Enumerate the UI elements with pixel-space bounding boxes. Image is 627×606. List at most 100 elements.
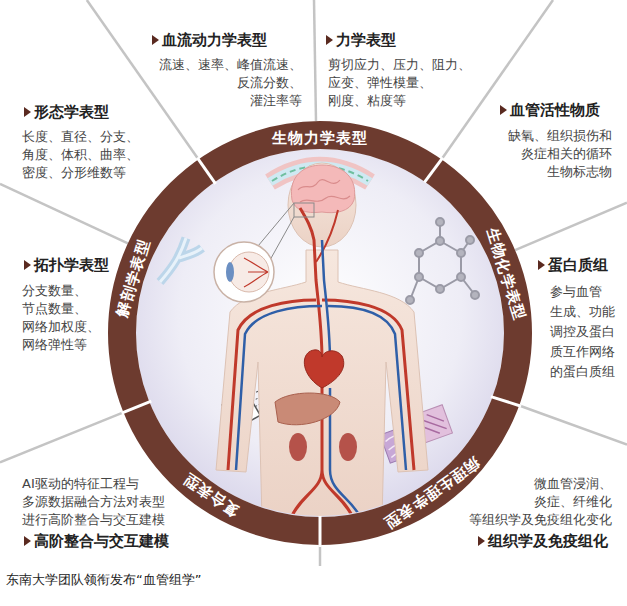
text-line: 形态学表型	[34, 103, 109, 121]
category-block: 血管活性物质缺氧、组织损伤和 炎症相关的循环 生物标志物	[506, 99, 614, 183]
eyeball	[229, 252, 269, 292]
category-block: 力学表型剪切应力、压力、阻力、 应变、弹性模量、 刚度、粘度等	[326, 29, 473, 112]
heading-markers	[24, 35, 545, 546]
vein	[328, 306, 406, 470]
text-line: 微血管浸润、	[469, 475, 612, 493]
category-heading: 血管活性物质	[510, 101, 600, 119]
heart	[304, 350, 343, 388]
category-description: 缺氧、组织损伤和 炎症相关的循环 生物标志物	[508, 127, 612, 181]
divider-line	[0, 412, 123, 462]
heading-marker	[326, 35, 333, 45]
category-description: 微血管浸润、 炎症、纤维化 等组织学及免疫组化变化	[469, 475, 612, 529]
text-line: AI驱动的特征工程与	[22, 475, 165, 493]
ring-separators	[122, 158, 521, 547]
vessel-branch-lumen	[160, 238, 202, 282]
head	[288, 163, 356, 247]
atom	[415, 273, 423, 281]
category-heading: 蛋白质组	[548, 256, 608, 274]
text-line: 蛋白质组	[548, 256, 608, 274]
category-heading: 形态学表型	[34, 103, 109, 121]
text-line: 流速、速率、峰值流速、	[159, 56, 302, 74]
iris	[226, 262, 234, 282]
branch-vessel-icon	[160, 238, 202, 282]
artery	[322, 300, 414, 470]
atom	[471, 291, 479, 299]
text-line: 剪切应力、压力、阻力、	[328, 56, 471, 74]
ring-separator	[491, 397, 521, 407]
brain	[291, 165, 354, 213]
ring-segment: 生物化学表型	[483, 226, 529, 323]
text-line: 多源数据融合方法对表型	[22, 493, 165, 511]
category-heading: 高阶整合与交互建模	[34, 532, 169, 550]
category-block: 蛋白质组参与血管 生成、功能 调控及蛋白 质互作网络 的蛋白质组	[546, 254, 617, 384]
vein	[236, 306, 322, 470]
text-line: 炎症相关的循环	[508, 145, 612, 163]
category-block: 组织学及免疫组化 微血管浸润、 炎症、纤维化 等组织学及免疫组化变化	[467, 473, 614, 552]
text-line: 病理生理学表型	[381, 453, 483, 532]
text-line: 炎症、纤维化	[469, 493, 612, 511]
heading-marker	[538, 260, 545, 270]
text-line: 生成、功能	[550, 302, 615, 322]
heading-marker	[24, 107, 31, 117]
text-line: 参与血管	[550, 282, 615, 302]
figure-caption: 东南大学团队领衔发布“血管组学”	[6, 571, 201, 589]
text-line: 高阶整合与交互建模	[34, 532, 169, 550]
atom	[466, 236, 474, 244]
ring-separator	[122, 401, 152, 413]
category-heading: 血流动力学表型	[162, 31, 267, 49]
text-line: 拓扑学表型	[34, 256, 109, 274]
molecule-ring	[419, 241, 461, 289]
eye-inset	[214, 203, 314, 302]
text-line: 组织学及免疫组化	[488, 532, 608, 550]
atom	[436, 218, 444, 226]
text-line: 生物化学表型	[483, 226, 529, 323]
text-line: 力学表型	[336, 31, 396, 49]
text-line: 调控及蛋白	[550, 322, 615, 342]
text-line: 进行高阶整合与交互建模	[22, 511, 165, 529]
molecule-icon	[406, 218, 479, 304]
text-line: 网络弹性等	[22, 336, 100, 354]
ring-label: 病理生理学表型	[381, 453, 483, 532]
divider-line	[519, 406, 627, 445]
text-line: 生物标志物	[508, 163, 612, 181]
brain-folds	[298, 180, 350, 202]
text-line: 网络加权度、	[22, 318, 100, 336]
text-line: 等组织学及免疫组化变化	[469, 511, 612, 529]
text-line: 角度、体积、曲率、	[22, 146, 139, 164]
ring-separator	[319, 515, 322, 547]
ring-segment: 复合表型	[179, 469, 242, 520]
ring-segment: 病理生理学表型	[381, 453, 483, 532]
liver	[275, 393, 340, 425]
inset-leader	[258, 203, 294, 246]
artery	[316, 210, 338, 262]
text-line: 复合表型	[179, 469, 242, 520]
kidney	[339, 433, 357, 461]
ring-separator	[197, 158, 215, 184]
divider-line	[319, 545, 322, 566]
category-description: 长度、直径、分支、 角度、体积、曲率、 密度、分形维数等	[22, 128, 139, 182]
text-line: 的蛋白质组	[550, 362, 615, 382]
ring-segment: 解剖学表型	[113, 237, 153, 319]
category-heading: 力学表型	[336, 31, 396, 49]
category-description: AI驱动的特征工程与 多源数据融合方法对表型 进行高阶整合与交互建模	[22, 475, 165, 529]
heading-marker	[478, 536, 485, 546]
text-line: 刚度、粘度等	[328, 92, 471, 110]
atom	[436, 237, 444, 245]
inset-frame	[214, 242, 274, 302]
text-line: 分支数量、	[22, 282, 100, 300]
category-description: 剪切应力、压力、阻力、 应变、弹性模量、 刚度、粘度等	[328, 56, 471, 110]
ring-separator	[424, 158, 442, 183]
heading-marker	[500, 105, 507, 115]
vessel-branch	[160, 238, 202, 282]
divider-line	[0, 184, 128, 244]
atom	[415, 249, 423, 257]
heading-marker	[24, 536, 31, 546]
ring-label: 复合表型	[179, 469, 242, 520]
category-block: 拓扑学表型分支数量、 节点数量、 网络加权度、 网络弹性等	[20, 254, 111, 356]
category-block: 形态学表型长度、直径、分支、 角度、体积、曲率、 密度、分形维数等	[20, 101, 141, 184]
text-line: 长度、直径、分支、	[22, 128, 139, 146]
retina-vessels	[244, 258, 268, 287]
arteries	[228, 208, 414, 520]
inset-leader	[270, 217, 294, 260]
